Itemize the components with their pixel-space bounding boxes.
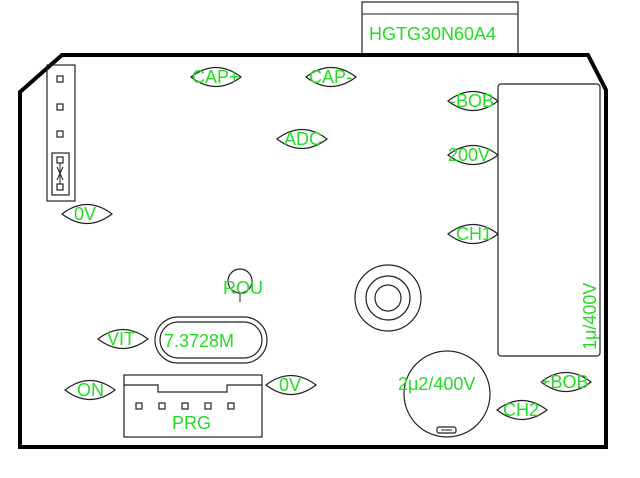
programming-header-label: PRG	[172, 413, 211, 433]
test-pad-on-label: ON	[77, 380, 104, 400]
test-pad-bob-minus-label: -BOB	[450, 91, 494, 111]
programming-header: PRG	[123, 374, 263, 438]
test-pad-ch1-label: CH1	[456, 224, 492, 244]
electrolytic-capacitor: 2μ2/400V	[398, 350, 491, 438]
electrolytic-capacitor-label: 2μ2/400V	[398, 374, 475, 394]
test-pad-ch2: CH2	[496, 399, 548, 421]
crystal-label: 7.3728M	[164, 331, 234, 351]
test-pad-ch1: CH1	[447, 223, 499, 245]
test-pad-ch2-label: CH2	[503, 400, 539, 420]
test-pad-200v-label: 200V	[448, 145, 490, 165]
test-point-rou-label: ROU	[223, 278, 263, 298]
transistor-label: HGTG30N60A4	[369, 24, 496, 44]
board-outline	[18, 53, 608, 449]
test-pad-vit-label: VIT	[107, 329, 135, 349]
test-pad-on: ON	[64, 379, 116, 401]
test-pad-200v: 200V	[447, 144, 499, 166]
left-connector	[46, 64, 76, 202]
film-capacitor: 1μ/400V	[497, 83, 601, 357]
test-pad-cap-minus: CAP-	[305, 66, 357, 88]
film-capacitor-label: 1μ/400V	[580, 283, 600, 350]
test-pad-bob-plus: +BOB	[540, 371, 592, 393]
test-pad-0v-left: 0V	[61, 203, 113, 225]
test-pad-0v-left-label: 0V	[74, 204, 96, 224]
transistor-hgtg30n60a4: HGTG30N60A4	[361, 1, 519, 55]
test-pad-adc-label: ADC	[284, 129, 322, 149]
test-pad-vit: VIT	[97, 328, 149, 350]
test-pad-adc: ADC	[276, 128, 328, 150]
test-pad-0v-right: 0V	[265, 374, 317, 396]
test-pad-bob-minus: -BOB	[447, 90, 499, 112]
test-pad-bob-plus-label: +BOB	[540, 372, 589, 392]
test-pad-cap-minus-label: CAP-	[309, 67, 352, 87]
test-pad-cap-plus-label: CAP+	[192, 67, 240, 87]
round-component	[354, 264, 422, 332]
test-point-rou: ROU	[223, 268, 263, 302]
test-pad-cap-plus: CAP+	[190, 66, 242, 88]
crystal-7-3728m: 7.3728M	[154, 316, 268, 364]
test-pad-0v-right-label: 0V	[279, 375, 301, 395]
